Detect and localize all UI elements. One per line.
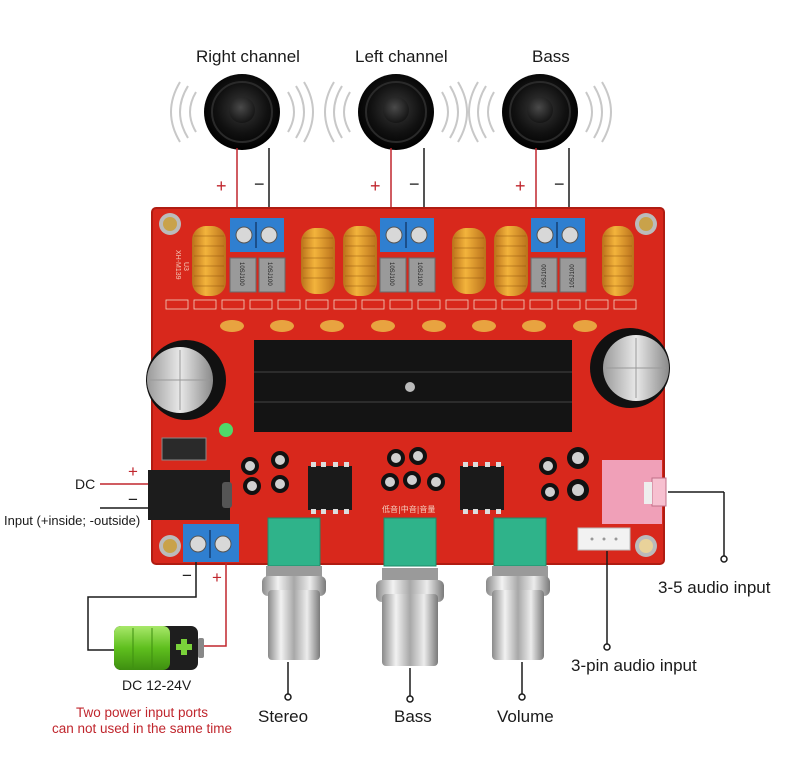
mounting-screw bbox=[635, 213, 657, 235]
speaker-label-bass: Bass bbox=[532, 47, 570, 66]
knob-label-volume: Volume bbox=[497, 707, 554, 726]
warning-text: Two power input ports can not used in th… bbox=[44, 705, 240, 737]
speaker-right-channel bbox=[170, 74, 314, 225]
mounting-screw bbox=[159, 213, 181, 235]
three-pin-header[interactable] bbox=[577, 527, 631, 551]
sound-waves-icon bbox=[468, 81, 612, 143]
power-led bbox=[219, 423, 233, 437]
three-pin-label: 3-pin audio input bbox=[571, 656, 697, 675]
mounting-screw bbox=[635, 535, 657, 557]
potentiometer-bodies bbox=[267, 517, 547, 567]
sound-waves-icon bbox=[170, 81, 314, 143]
smd-inductors bbox=[229, 257, 587, 293]
mounting-screw bbox=[159, 535, 181, 557]
inductor-marking: 10SJ100 bbox=[542, 264, 548, 288]
inductor-marking: 10SJ100 bbox=[238, 262, 244, 286]
audio-jack-3-5mm[interactable] bbox=[602, 460, 667, 524]
opamp-ic-1 bbox=[308, 462, 352, 514]
plus-sign: + bbox=[370, 176, 381, 196]
minus-sign: − bbox=[254, 174, 265, 194]
inductor-marking: 10SJ100 bbox=[388, 262, 394, 286]
callout-lines bbox=[284, 491, 728, 703]
speaker-terminal-left[interactable] bbox=[380, 218, 434, 252]
audio-jack-label: 3-5 audio input bbox=[658, 578, 771, 597]
battery-wires bbox=[87, 562, 227, 651]
plus-sign: + bbox=[515, 176, 526, 196]
electrolytic-capacitor-left bbox=[146, 340, 226, 420]
terminal-plus-sign: + bbox=[212, 568, 222, 587]
dc-polarity-note: Input (+inside; -outside) bbox=[4, 513, 141, 528]
terminal-minus-sign: − bbox=[182, 566, 192, 585]
speaker-label-left: Left channel bbox=[355, 47, 448, 66]
board-model: XH-M139 bbox=[174, 250, 181, 280]
inductor-marking: 10SJ100 bbox=[266, 262, 272, 286]
electrolytic-capacitor-right bbox=[590, 328, 670, 408]
minus-sign: − bbox=[409, 174, 420, 194]
dc-plus-sign: + bbox=[128, 462, 138, 481]
speaker-label-right: Right channel bbox=[196, 47, 300, 66]
opamp-ic-2 bbox=[460, 462, 504, 514]
inductor-marking: 10SJ100 bbox=[570, 264, 576, 288]
board-u-label: U3 bbox=[182, 262, 189, 271]
inductor-coils bbox=[192, 226, 634, 296]
dc-label: DC bbox=[75, 476, 96, 492]
heatsink bbox=[254, 340, 572, 432]
battery-icon bbox=[114, 626, 204, 670]
inductor-marking: 10SJ100 bbox=[416, 262, 422, 286]
knob-stereo[interactable] bbox=[262, 566, 326, 660]
knob-bass[interactable] bbox=[376, 568, 444, 666]
minus-sign: − bbox=[554, 174, 565, 194]
speaker-terminal-bass[interactable] bbox=[531, 218, 585, 252]
amplifier-board: 10SJ100 10SJ100 10SJ100 10SJ100 10SJ100 … bbox=[146, 207, 670, 567]
dc-minus-sign: − bbox=[128, 490, 138, 509]
diode bbox=[161, 437, 207, 461]
plus-sign: + bbox=[216, 176, 227, 196]
knob-label-bass: Bass bbox=[394, 707, 432, 726]
small-capacitors bbox=[241, 447, 589, 501]
warning-line-1: Two power input ports bbox=[75, 705, 209, 720]
dc-input-wires bbox=[100, 483, 148, 509]
power-screw-terminal[interactable] bbox=[183, 524, 239, 562]
smd-components-row bbox=[165, 299, 637, 332]
knob-volume[interactable] bbox=[486, 566, 550, 660]
sound-waves-icon bbox=[324, 81, 468, 143]
battery-voltage-label: DC 12-24V bbox=[122, 677, 192, 693]
speaker-bass bbox=[468, 74, 612, 225]
warning-line-2: can not used in the same time bbox=[51, 721, 233, 736]
speaker-terminal-right[interactable] bbox=[230, 218, 284, 252]
dc-barrel-jack[interactable] bbox=[148, 470, 232, 520]
silk-center-label: 低音|中音|音量 bbox=[382, 504, 435, 514]
knob-label-stereo: Stereo bbox=[258, 707, 309, 726]
speaker-left-channel bbox=[324, 74, 468, 225]
